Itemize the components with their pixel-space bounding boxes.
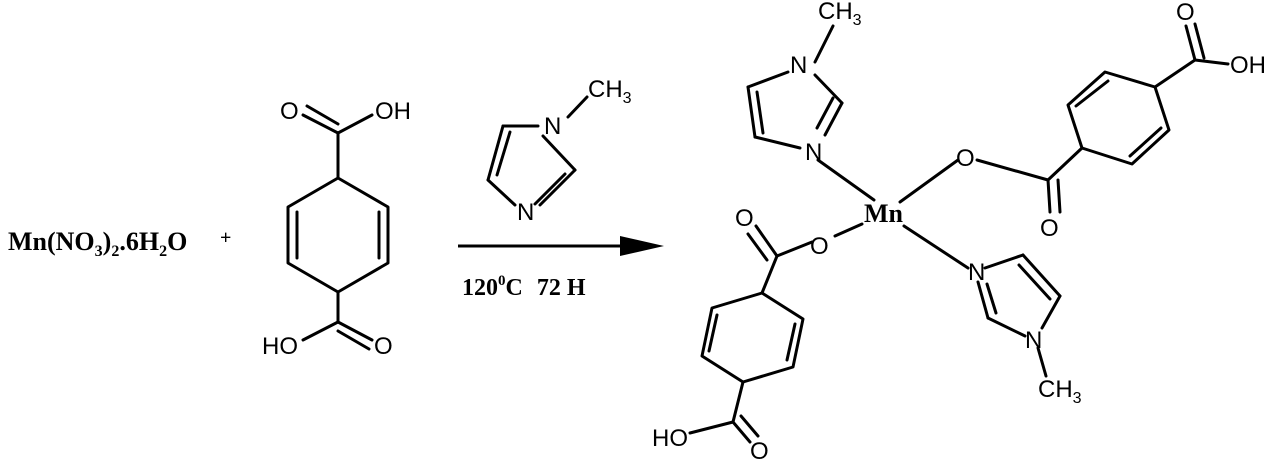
carbonyl-o-top: O	[280, 98, 299, 125]
right-oh: OH	[1230, 52, 1266, 79]
carbonyl-o-bottom: O	[374, 333, 393, 360]
imidazole-top: N N CH3	[746, 0, 862, 166]
mn-n-top-bond	[816, 158, 876, 202]
methylimidazole-reagent: N CH3 N	[486, 76, 632, 226]
mn-n-bottom-bond	[902, 224, 970, 270]
imidazole-top-methyl: CH3	[818, 0, 862, 29]
right-linking-o: O	[956, 145, 975, 172]
mn-o-left-bond	[833, 222, 864, 238]
terephthalic-acid: O OH HO O	[262, 98, 411, 360]
left-carbonyl-o: O	[735, 205, 754, 232]
metal-salt-formula: Mn(NO3)2.6H2O	[8, 227, 187, 260]
terephthalate-right: O O O OH	[956, 0, 1266, 242]
hydroxyl-ho-bottom: HO	[262, 333, 298, 360]
imidazole-bottom: N N CH3	[968, 253, 1082, 407]
left-bottom-o: O	[750, 438, 769, 461]
mn-o-right-bond	[898, 158, 960, 204]
reagent-n1: N	[544, 113, 561, 140]
plus-sign: +	[220, 227, 231, 249]
imidazole-top-n1: N	[790, 52, 807, 79]
metal-center: Mn	[864, 199, 904, 228]
reagent-n3: N	[517, 199, 534, 226]
left-linking-o: O	[810, 233, 829, 260]
reaction-arrow	[458, 236, 664, 256]
hydroxyl-oh-top: OH	[375, 98, 411, 125]
imidazole-bottom-methyl: CH3	[1038, 376, 1082, 407]
imidazole-bottom-n3: N	[968, 259, 985, 286]
reagent-methyl: CH3	[588, 76, 632, 107]
terephthalate-left: O O HO O	[652, 205, 829, 461]
right-carbonyl-o: O	[1040, 215, 1059, 242]
imidazole-bottom-n1: N	[1025, 327, 1042, 354]
imidazole-top-n3: N	[805, 139, 822, 166]
right-top-o: O	[1176, 0, 1195, 26]
left-ho: HO	[652, 425, 688, 452]
